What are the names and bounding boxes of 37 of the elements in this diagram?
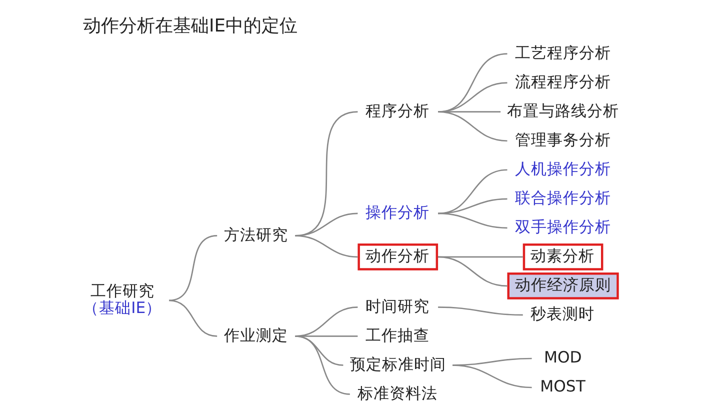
node-text: 预定标准时间 bbox=[349, 355, 446, 374]
connector bbox=[438, 212, 507, 229]
node-text: 时间研究 bbox=[365, 297, 430, 316]
connector bbox=[168, 235, 217, 302]
node-text: MOD bbox=[544, 348, 582, 367]
connector bbox=[438, 198, 507, 214]
node-text: 工作抽查 bbox=[365, 326, 430, 344]
node-text: 程序分析 bbox=[365, 102, 430, 120]
connector bbox=[438, 256, 507, 287]
node-text: 工作研究 （基础IE） bbox=[82, 282, 162, 317]
node-text: 方法研究 bbox=[223, 226, 288, 244]
connector bbox=[438, 306, 522, 316]
connector bbox=[294, 336, 350, 395]
node-text: 布置与路线分析 bbox=[506, 102, 619, 120]
connector bbox=[452, 364, 532, 388]
connector bbox=[437, 169, 507, 214]
node-text: 流程程序分析 bbox=[514, 72, 611, 91]
connector bbox=[438, 111, 500, 113]
node-text: 秒表测时 bbox=[530, 305, 594, 324]
node-box: 动作经济原则 bbox=[506, 272, 618, 300]
node-text: 管理事务分析 bbox=[514, 130, 611, 149]
connector bbox=[437, 53, 507, 113]
node-box: 动作分析 bbox=[357, 244, 438, 270]
node-text: 工艺程序分析 bbox=[514, 44, 611, 62]
node-text: 标准资料法 bbox=[357, 384, 438, 402]
connector bbox=[294, 235, 358, 258]
node-text: 作业测定 bbox=[223, 326, 288, 344]
node-text: 操作分析 bbox=[365, 204, 430, 222]
node-box: 动素分析 bbox=[522, 244, 603, 270]
node-text: 联合操作分析 bbox=[514, 189, 611, 208]
diagram-title: 动作分析在基础IE中的定位 bbox=[82, 15, 298, 36]
connector bbox=[438, 82, 507, 113]
node-text: MOST bbox=[540, 378, 585, 396]
connector bbox=[438, 111, 507, 142]
connector bbox=[168, 300, 217, 337]
node-text: 双手操作分析 bbox=[514, 218, 611, 236]
node-text: 人机操作分析 bbox=[514, 160, 611, 178]
